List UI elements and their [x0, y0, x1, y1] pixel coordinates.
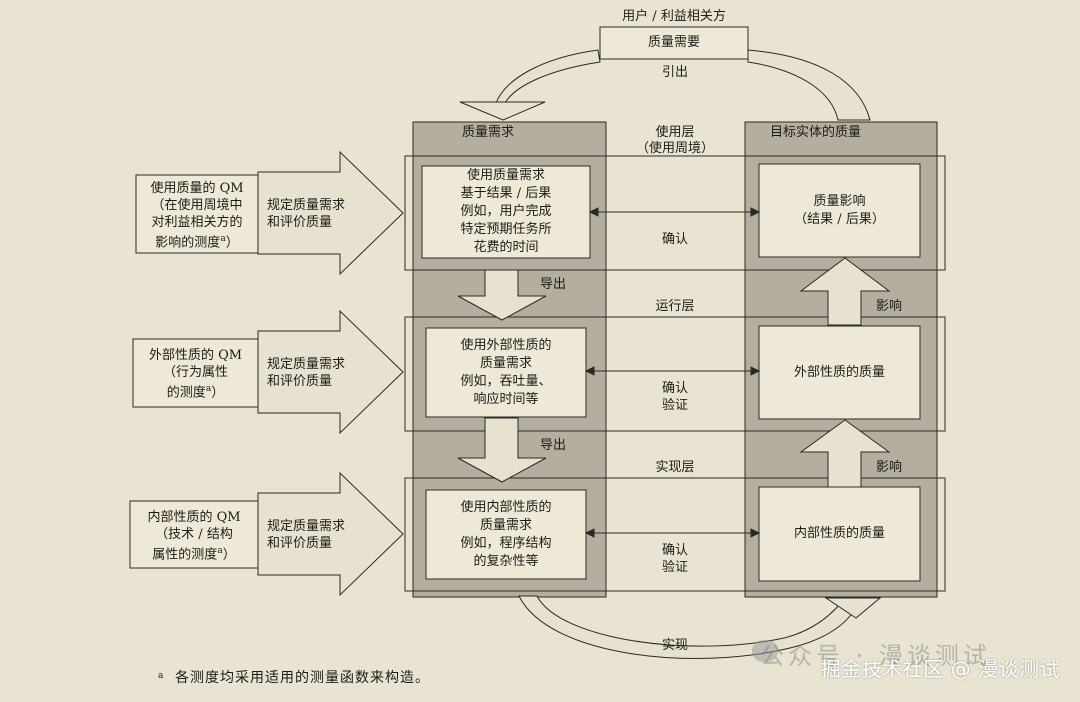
- internal-measure-title: 内部性质的 QM: [147, 510, 241, 525]
- use-requirement-box: [421, 165, 591, 259]
- quality-needs-label: 质量需要: [647, 35, 700, 50]
- use-requirement-text: 使用质量需求 基于结果 / 后果 例如，用户完成 特定预期任务所 花费的时间: [460, 168, 552, 255]
- specify-label-ext-1: 规定质量需求: [267, 357, 346, 372]
- measure-arrow-external: [257, 309, 404, 435]
- external-confirm-connector: [584, 366, 761, 376]
- derive-label-2: 导出: [540, 438, 567, 453]
- qiu-measure-line2: （在使用周境中: [151, 198, 243, 213]
- internal-confirm-connector: [584, 528, 761, 538]
- elicit-curve-left: [495, 49, 601, 104]
- internal-measure-line2: （技术 / 结构: [155, 527, 233, 542]
- measure-arrow-use: [257, 150, 404, 276]
- wechat-icon: [752, 640, 778, 662]
- internal-quality-box: [758, 486, 921, 582]
- influence-arrow-1: [799, 257, 891, 326]
- influence-label-1: 影响: [876, 299, 903, 314]
- external-measure-title: 外部性质的 QM: [148, 348, 243, 363]
- faint-watermark: 公众号 · 漫谈测试: [760, 642, 991, 670]
- site-watermark: 掘金技术社区 @ 漫谈测试: [820, 657, 1060, 681]
- measure-arrow-internal: [257, 471, 404, 597]
- implement-arrowhead: [824, 597, 882, 619]
- external-measure-line2: （行为属性: [162, 365, 228, 380]
- specify-label-use-1: 规定质量需求: [267, 198, 346, 213]
- qiu-measure-title: 使用质量的 QM: [150, 181, 244, 196]
- use-layer-label: 使用层: [655, 125, 695, 140]
- footnote-mark: a: [158, 671, 164, 681]
- specify-label-ext-2: 和评价质量: [267, 374, 333, 389]
- external-quality-text: 外部性质的质量: [793, 364, 885, 380]
- internal-quality-text: 内部性质的质量: [793, 526, 885, 541]
- elicit-label: 引出: [661, 65, 688, 80]
- internal-measure-line3: 属性的测度a）: [152, 546, 236, 563]
- verify-label-ext: 验证: [661, 398, 688, 413]
- external-requirement-text: 使用外部性质的 质量需求 例如，吞吐量、 响应时间等: [460, 337, 552, 407]
- qiu-measure-box: [135, 174, 259, 254]
- internal-requirement-box: [425, 489, 587, 580]
- realization-layer-band: [404, 477, 946, 592]
- confirm-label-ext: 确认: [661, 381, 688, 396]
- specify-label-int-2: 和评价质量: [267, 536, 333, 551]
- implement-label: 实现: [661, 638, 688, 653]
- confirm-label-use: 确认: [661, 232, 688, 247]
- stakeholder-label: 用户 / 利益相关方: [622, 9, 726, 24]
- operation-layer-label: 运行层: [655, 299, 695, 314]
- derive-arrow-1: [457, 269, 547, 321]
- use-quality-box: [758, 163, 921, 258]
- qiu-measure-line3: 对利益相关方的: [151, 215, 243, 230]
- quality-needs-box: [599, 26, 749, 60]
- footnote-text: 各测度均采用适用的测量函数来构造。: [175, 670, 430, 686]
- use-quality-text: 质量影响 （结果 / 后果）: [794, 193, 885, 227]
- requirements-column-title: 质量需求: [462, 125, 515, 140]
- derive-label-1: 导出: [540, 277, 567, 292]
- confirm-label-int: 确认: [661, 543, 688, 558]
- external-measure-line3: 的测度a）: [166, 384, 225, 401]
- influence-label-2: 影响: [876, 460, 903, 475]
- external-quality-box: [758, 325, 921, 420]
- use-confirm-connector: [588, 207, 761, 217]
- elicit-arrowhead: [459, 101, 546, 121]
- quality-column-title: 目标实体的质量: [770, 125, 862, 140]
- elicit-curve-right: [747, 49, 871, 121]
- external-requirement-box: [425, 327, 587, 418]
- specify-label-int-1: 规定质量需求: [267, 519, 346, 534]
- qiu-measure-line4: 影响的测度a）: [155, 234, 239, 251]
- derive-arrow-2: [457, 417, 547, 483]
- specify-label-use-2: 和评价质量: [267, 215, 333, 230]
- operation-layer-band: [404, 316, 946, 432]
- external-measure-box: [132, 338, 259, 408]
- influence-arrow-2: [799, 419, 891, 488]
- realization-layer-label: 实现层: [655, 460, 695, 475]
- internal-measure-box: [129, 500, 259, 569]
- internal-requirement-text: 使用内部性质的 质量需求 例如，程序结构 的复杂性等: [460, 499, 552, 569]
- use-layer-band: [404, 155, 946, 271]
- verify-label-int: 验证: [661, 560, 688, 575]
- use-environment-label: （使用周境）: [635, 141, 714, 156]
